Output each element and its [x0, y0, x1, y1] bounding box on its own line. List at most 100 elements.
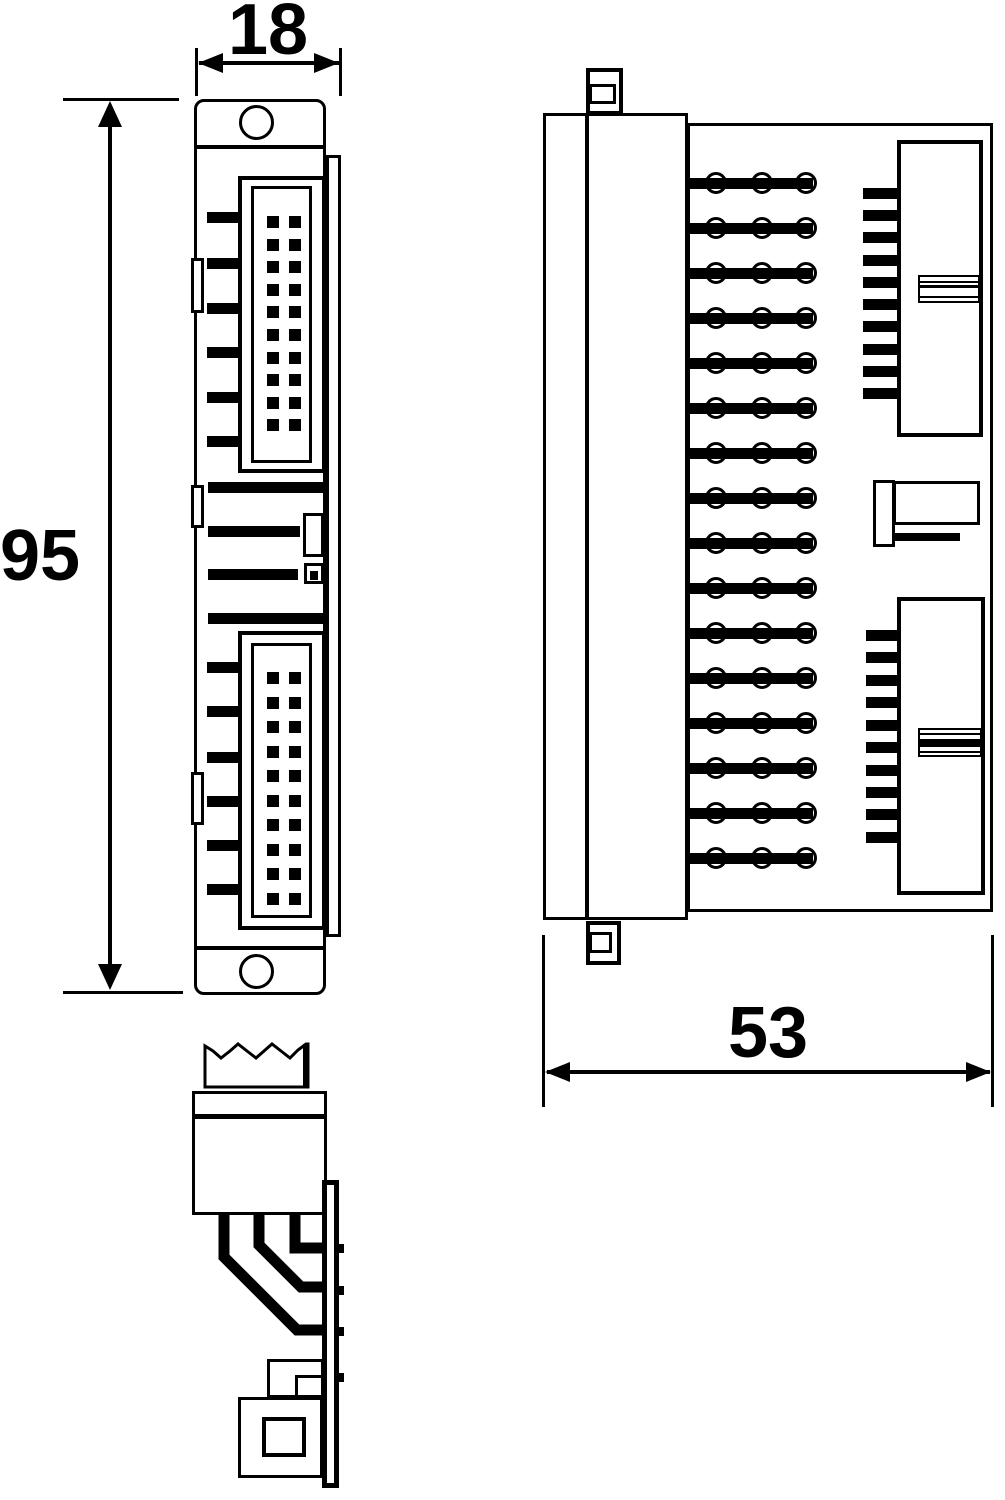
header-pin: [267, 844, 279, 856]
fin-tick: [863, 232, 897, 243]
header-pin: [267, 239, 279, 251]
header-pin: [267, 352, 279, 364]
side-pin-ring: [705, 172, 727, 194]
detail-component-step-v: [295, 1376, 298, 1398]
mid-terminal-body: [893, 481, 980, 525]
side-pin-ring: [751, 577, 773, 599]
fin-tick: [863, 321, 897, 332]
header-pin: [289, 374, 301, 386]
side-pin-ring: [705, 577, 727, 599]
side-pin-ring: [751, 352, 773, 374]
side-pin-bar: [688, 178, 813, 189]
wire-trace: [253, 1213, 328, 1293]
header-pin: [267, 216, 279, 228]
mounting-hole-bottom: [239, 954, 274, 989]
side-view-front-panel: [543, 113, 688, 920]
side-pin-ring: [751, 307, 773, 329]
card-edge-connector-top: [918, 275, 980, 303]
header-pin: [289, 868, 301, 880]
arrowhead-left-icon: [545, 1062, 570, 1082]
side-pin-ring: [705, 622, 727, 644]
header-pin: [289, 770, 301, 782]
edge-tick: [207, 662, 238, 673]
upper-connector-inner: [251, 186, 312, 463]
pcb-nub: [337, 1244, 344, 1253]
side-pin-ring: [751, 172, 773, 194]
edge-tick: [207, 436, 238, 447]
header-pin: [289, 819, 301, 831]
edge-tick: [207, 303, 238, 314]
mid-terminal-lead: [895, 533, 960, 541]
side-pin-ring: [751, 442, 773, 464]
edge-tick: [207, 884, 238, 895]
header-pin: [267, 746, 279, 758]
fin-tick: [863, 188, 897, 199]
side-pin-ring: [795, 712, 817, 734]
pcb-nub: [337, 1373, 344, 1382]
side-pin-ring: [795, 847, 817, 869]
card-edge-line: [920, 751, 980, 753]
dimension-width-ext-left: [195, 48, 198, 96]
lower-connector-inner: [251, 643, 312, 918]
side-pin-ring: [795, 307, 817, 329]
dimension-depth-label: 53: [727, 993, 809, 1073]
side-pin-ring: [705, 847, 727, 869]
side-pin-ring: [705, 667, 727, 689]
dimension-height-ext-bottom: [63, 991, 183, 994]
side-pin-ring: [751, 622, 773, 644]
side-pin-bar: [688, 313, 813, 324]
header-pin: [267, 672, 279, 684]
fin-tick: [866, 697, 897, 708]
header-pin: [289, 397, 301, 409]
header-pin: [267, 795, 279, 807]
header-pin: [289, 419, 301, 431]
card-edge-line: [920, 281, 978, 283]
side-pin-ring: [705, 262, 727, 284]
detail-pcb-bar: [322, 1180, 339, 1488]
dimension-depth-ext-right: [991, 935, 994, 1107]
side-pin-bar: [688, 223, 813, 234]
card-edge-line: [920, 285, 978, 288]
side-pin-bar: [688, 268, 813, 279]
header-pin: [289, 795, 301, 807]
header-pin: [267, 261, 279, 273]
header-pin: [267, 397, 279, 409]
side-pin-ring: [705, 487, 727, 509]
header-pin: [267, 419, 279, 431]
side-pin-ring: [705, 352, 727, 374]
side-pin-bar: [688, 763, 813, 774]
fin-tick: [863, 255, 897, 266]
side-pin-bar: [688, 673, 813, 684]
fin-tick: [866, 675, 897, 686]
solder-bar: [208, 526, 300, 537]
header-pin: [267, 306, 279, 318]
solder-bar: [208, 613, 323, 624]
side-pin-bar: [688, 718, 813, 729]
header-pin: [289, 697, 301, 709]
pcb-nub: [337, 1327, 344, 1336]
dimension-height-label: 95: [0, 516, 81, 596]
fin-tick: [866, 832, 897, 843]
side-pin-ring: [751, 487, 773, 509]
header-pin: [289, 284, 301, 296]
fin-tick: [863, 210, 897, 221]
side-pin-bar: [688, 628, 813, 639]
side-pin-ring: [795, 667, 817, 689]
header-pin: [267, 893, 279, 905]
header-pin: [267, 721, 279, 733]
cable-connector-latch-line: [193, 1114, 326, 1119]
side-view-panel-line: [585, 114, 589, 919]
side-pin-ring: [705, 757, 727, 779]
side-pin-ring: [705, 217, 727, 239]
side-pin-ring: [795, 397, 817, 419]
side-pin-ring: [751, 802, 773, 824]
dimension-height-ext-top: [63, 98, 179, 101]
side-pin-ring: [751, 532, 773, 554]
header-pin: [289, 844, 301, 856]
header-pin: [289, 746, 301, 758]
side-pin-bar: [688, 538, 813, 549]
side-pin-ring: [795, 577, 817, 599]
side-pin-ring: [795, 352, 817, 374]
